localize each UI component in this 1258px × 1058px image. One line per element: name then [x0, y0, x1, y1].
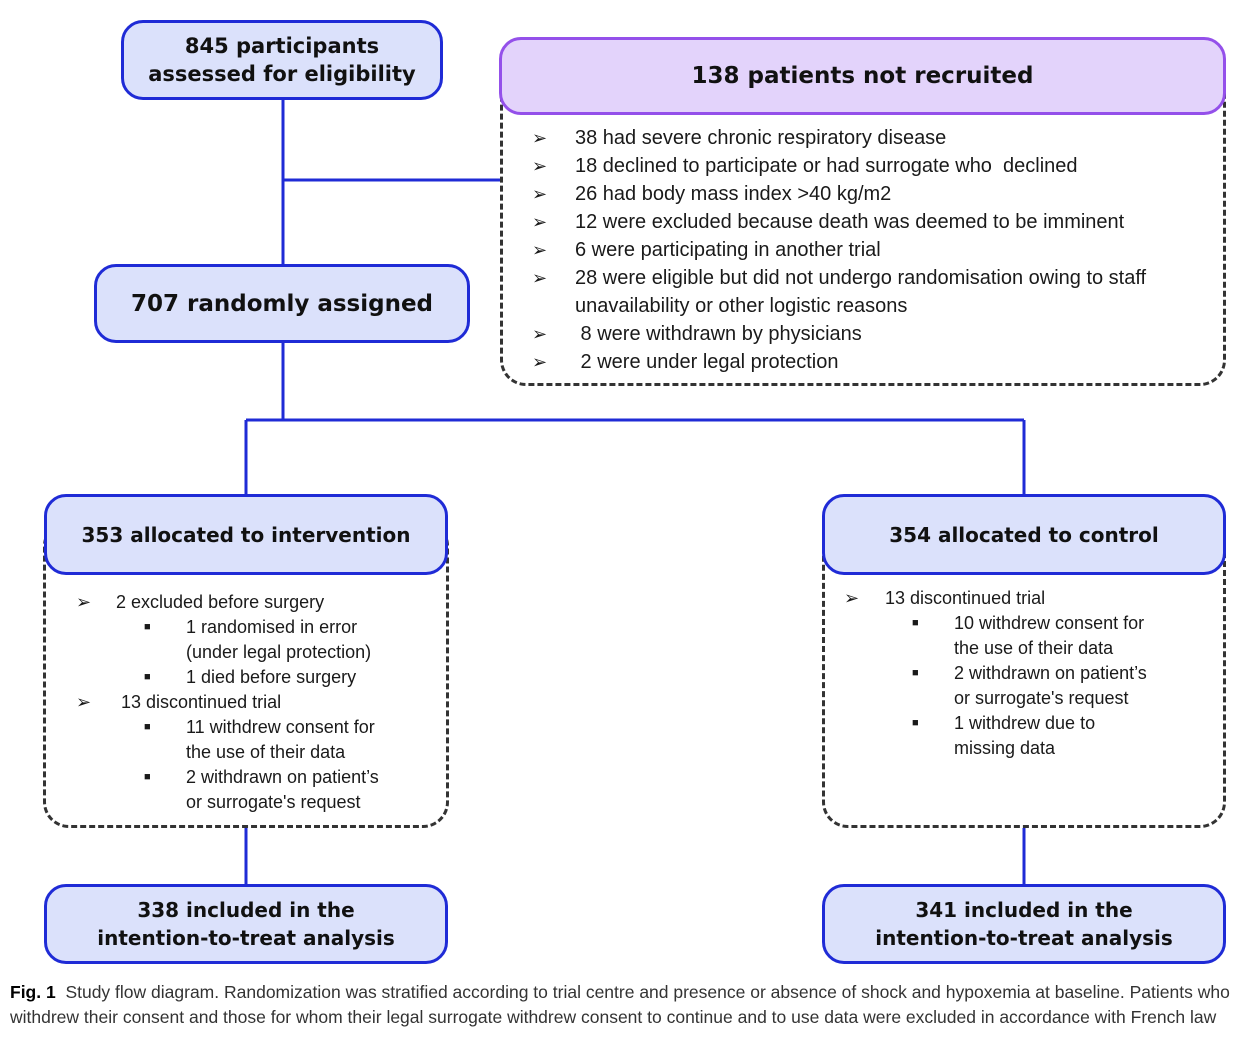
- control-analysis-label: 341 included in the intention-to-treat a…: [875, 898, 1173, 950]
- list-item: ■1 randomised in error (under legal prot…: [144, 617, 372, 662]
- list-item: ■1 withdrew due to missing data: [912, 713, 1096, 758]
- square-bullet-icon: ■: [912, 717, 919, 729]
- intervention-analysis-box: 338 included in the intention-to-treat a…: [44, 884, 448, 964]
- list-item: ■2 withdrawn on patient’s or surrogate's…: [144, 767, 379, 812]
- control-box: 354 allocated to control: [822, 494, 1226, 575]
- intervention-list: ➢2 excluded before surgery ■1 randomised…: [76, 590, 446, 815]
- list-item: ➢18 declined to participate or had surro…: [532, 152, 1222, 180]
- arrowhead-bullet-icon: ➢: [532, 268, 548, 288]
- list-item: ■10 withdrew consent for the use of thei…: [912, 613, 1145, 658]
- list-item: ➢2 excluded before surgery: [76, 590, 446, 615]
- arrowhead-bullet-icon: ➢: [532, 240, 548, 260]
- randomised-label: 707 randomly assigned: [130, 290, 434, 317]
- intervention-box: 353 allocated to intervention: [44, 494, 448, 575]
- intervention-analysis-label: 338 included in the intention-to-treat a…: [97, 898, 395, 950]
- list-item: ➢38 had severe chronic respiratory disea…: [532, 124, 1222, 152]
- randomised-box: 707 randomly assigned: [94, 264, 470, 343]
- figure-label: Fig. 1: [10, 982, 56, 1002]
- list-item: ➢28 were eligible but did not undergo ra…: [532, 264, 1222, 320]
- control-title: 354 allocated to control: [889, 522, 1159, 547]
- figure-caption: Fig. 1 Study flow diagram. Randomization…: [10, 980, 1250, 1030]
- list-item: ■1 died before surgery: [76, 665, 446, 690]
- not-recruited-box: 138 patients not recruited: [499, 37, 1226, 115]
- arrowhead-bullet-icon: ➢: [532, 324, 548, 344]
- list-item: ■2 withdrawn on patient’s or surrogate's…: [912, 663, 1147, 708]
- arrowhead-bullet-icon: ➢: [76, 692, 92, 712]
- square-bullet-icon: ■: [144, 721, 151, 733]
- list-item: ➢12 were excluded because death was deem…: [532, 208, 1222, 236]
- not-recruited-list: ➢38 had severe chronic respiratory disea…: [532, 124, 1222, 376]
- intervention-title: 353 allocated to intervention: [81, 522, 411, 547]
- control-list: ➢13 discontinued trial ■10 withdrew cons…: [844, 586, 1219, 761]
- arrowhead-bullet-icon: ➢: [532, 128, 548, 148]
- control-analysis-box: 341 included in the intention-to-treat a…: [822, 884, 1226, 964]
- arrowhead-bullet-icon: ➢: [532, 352, 548, 372]
- list-item: ➢6 were participating in another trial: [532, 236, 1222, 264]
- square-bullet-icon: ■: [912, 617, 919, 629]
- square-bullet-icon: ■: [912, 667, 919, 679]
- square-bullet-icon: ■: [144, 621, 151, 633]
- list-item: ➢13 discontinued trial: [844, 586, 1219, 611]
- assessed-box: 845 participants assessed for eligibilit…: [121, 20, 443, 100]
- list-item: ■11 withdrew consent for the use of thei…: [144, 717, 375, 762]
- list-item: ➢ 2 were under legal protection: [532, 348, 1222, 376]
- list-item: ➢ 13 discontinued trial: [76, 690, 446, 715]
- assessed-label: 845 participants assessed for eligibilit…: [148, 34, 416, 86]
- arrowhead-bullet-icon: ➢: [532, 184, 548, 204]
- square-bullet-icon: ■: [144, 671, 151, 683]
- arrowhead-bullet-icon: ➢: [532, 212, 548, 232]
- arrowhead-bullet-icon: ➢: [76, 592, 92, 612]
- figure-caption-text: Study flow diagram. Randomization was st…: [10, 982, 1230, 1027]
- square-bullet-icon: ■: [144, 771, 151, 783]
- arrowhead-bullet-icon: ➢: [844, 588, 860, 608]
- arrowhead-bullet-icon: ➢: [532, 156, 548, 176]
- not-recruited-title: 138 patients not recruited: [691, 63, 1034, 89]
- list-item: ➢ 8 were withdrawn by physicians: [532, 320, 1222, 348]
- list-item: ➢26 had body mass index >40 kg/m2: [532, 180, 1222, 208]
